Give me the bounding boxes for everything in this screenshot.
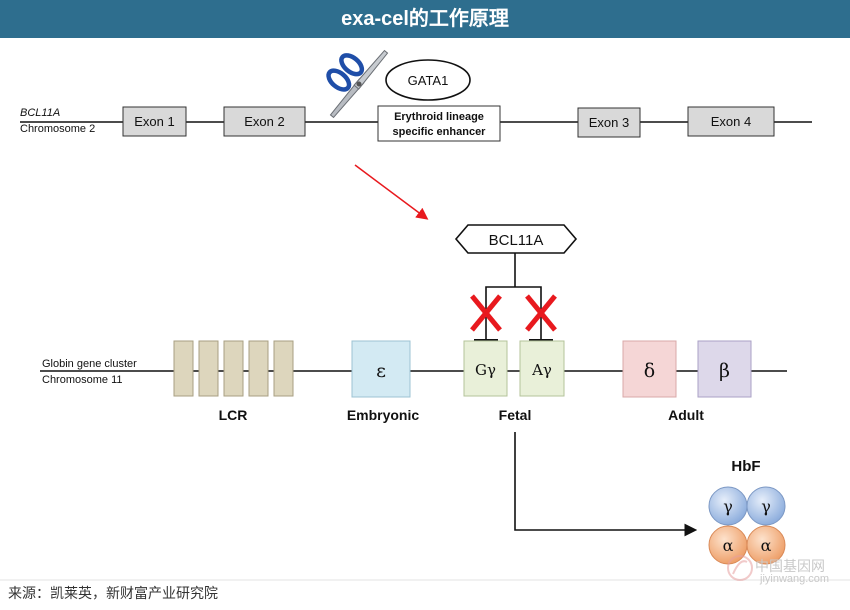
enhancer-label-line2: specific enhancer — [393, 126, 487, 138]
adult-group-label: Adult — [668, 407, 704, 423]
mechanism-diagram: BCL11A Chromosome 2 Exon 1 Exon 2 Erythr… — [0, 49, 850, 581]
alpha-subunit-label: α — [723, 536, 734, 555]
a-gamma-label: Aγ — [531, 361, 552, 379]
hbf-label: HbF — [731, 458, 760, 475]
watermark-site-name: 中国基因网 — [755, 558, 825, 574]
scissors-icon — [326, 49, 389, 119]
fetal-group-label: Fetal — [499, 407, 532, 423]
bcl11a-gene-track: BCL11A Chromosome 2 Exon 1 Exon 2 Erythr… — [20, 49, 812, 142]
gata1-oval: GATA1 — [385, 59, 471, 101]
gamma-subunit-label: γ — [723, 497, 733, 516]
g-gamma-label: Gγ — [475, 361, 496, 379]
hbf-arrow — [514, 432, 698, 537]
beta-gene: β — [697, 340, 752, 398]
gamma-subunit: γ — [708, 486, 748, 526]
hbf-molecule: HbF γ γ α α — [708, 458, 786, 565]
epsilon-label: ε — [376, 360, 386, 382]
exon-3: Exon 3 — [577, 107, 641, 138]
red-arrow — [354, 164, 429, 220]
alpha-subunit-label: α — [761, 536, 772, 555]
exon-1-label: Exon 1 — [134, 114, 174, 129]
source-note: 来源：凯莱英，新财富产业研究院 — [8, 585, 218, 601]
gata1-label: GATA1 — [408, 73, 449, 88]
lcr-group-label: LCR — [219, 407, 248, 423]
delta-gene: δ — [622, 340, 677, 398]
enhancer-label-line1: Erythroid lineage — [394, 111, 484, 123]
chromosome-label: Chromosome 2 — [20, 123, 95, 135]
lcr-elements — [173, 340, 294, 397]
globin-cluster-label: Globin gene cluster — [42, 358, 137, 370]
blocked-x-icon — [525, 294, 557, 332]
enhancer-box: Erythroid lineage specific enhancer — [377, 105, 501, 142]
exon-3-label: Exon 3 — [589, 115, 629, 130]
gamma-subunit-label: γ — [761, 497, 771, 516]
gene-name-label: BCL11A — [20, 107, 60, 119]
globin-cluster-track: Globin gene cluster Chromosome 11 ε Gγ A… — [40, 340, 787, 423]
embryonic-group-label: Embryonic — [347, 407, 420, 423]
a-gamma-gene: Aγ — [519, 340, 565, 397]
repressor-label: BCL11A — [489, 232, 544, 249]
delta-label: δ — [644, 360, 655, 382]
alpha-subunit: α — [746, 525, 786, 565]
exon-2: Exon 2 — [223, 106, 306, 137]
exon-1: Exon 1 — [122, 106, 187, 137]
bcl11a-repressor: BCL11A — [454, 224, 578, 341]
epsilon-gene: ε — [351, 340, 411, 398]
globin-chromosome-label: Chromosome 11 — [42, 374, 123, 386]
exon-4-label: Exon 4 — [711, 114, 751, 129]
alpha-subunit: α — [708, 525, 748, 565]
watermark-site-url: jiyinwang.com — [760, 573, 830, 585]
exon-4: Exon 4 — [687, 106, 775, 137]
g-gamma-gene: Gγ — [463, 340, 508, 397]
gamma-subunit: γ — [746, 486, 786, 526]
page-title: exa-cel的工作原理 — [0, 0, 850, 38]
exon-2-label: Exon 2 — [244, 114, 284, 129]
watermark-logo-icon — [727, 555, 753, 581]
beta-label: β — [719, 360, 730, 382]
blocked-x-icon — [470, 294, 502, 332]
